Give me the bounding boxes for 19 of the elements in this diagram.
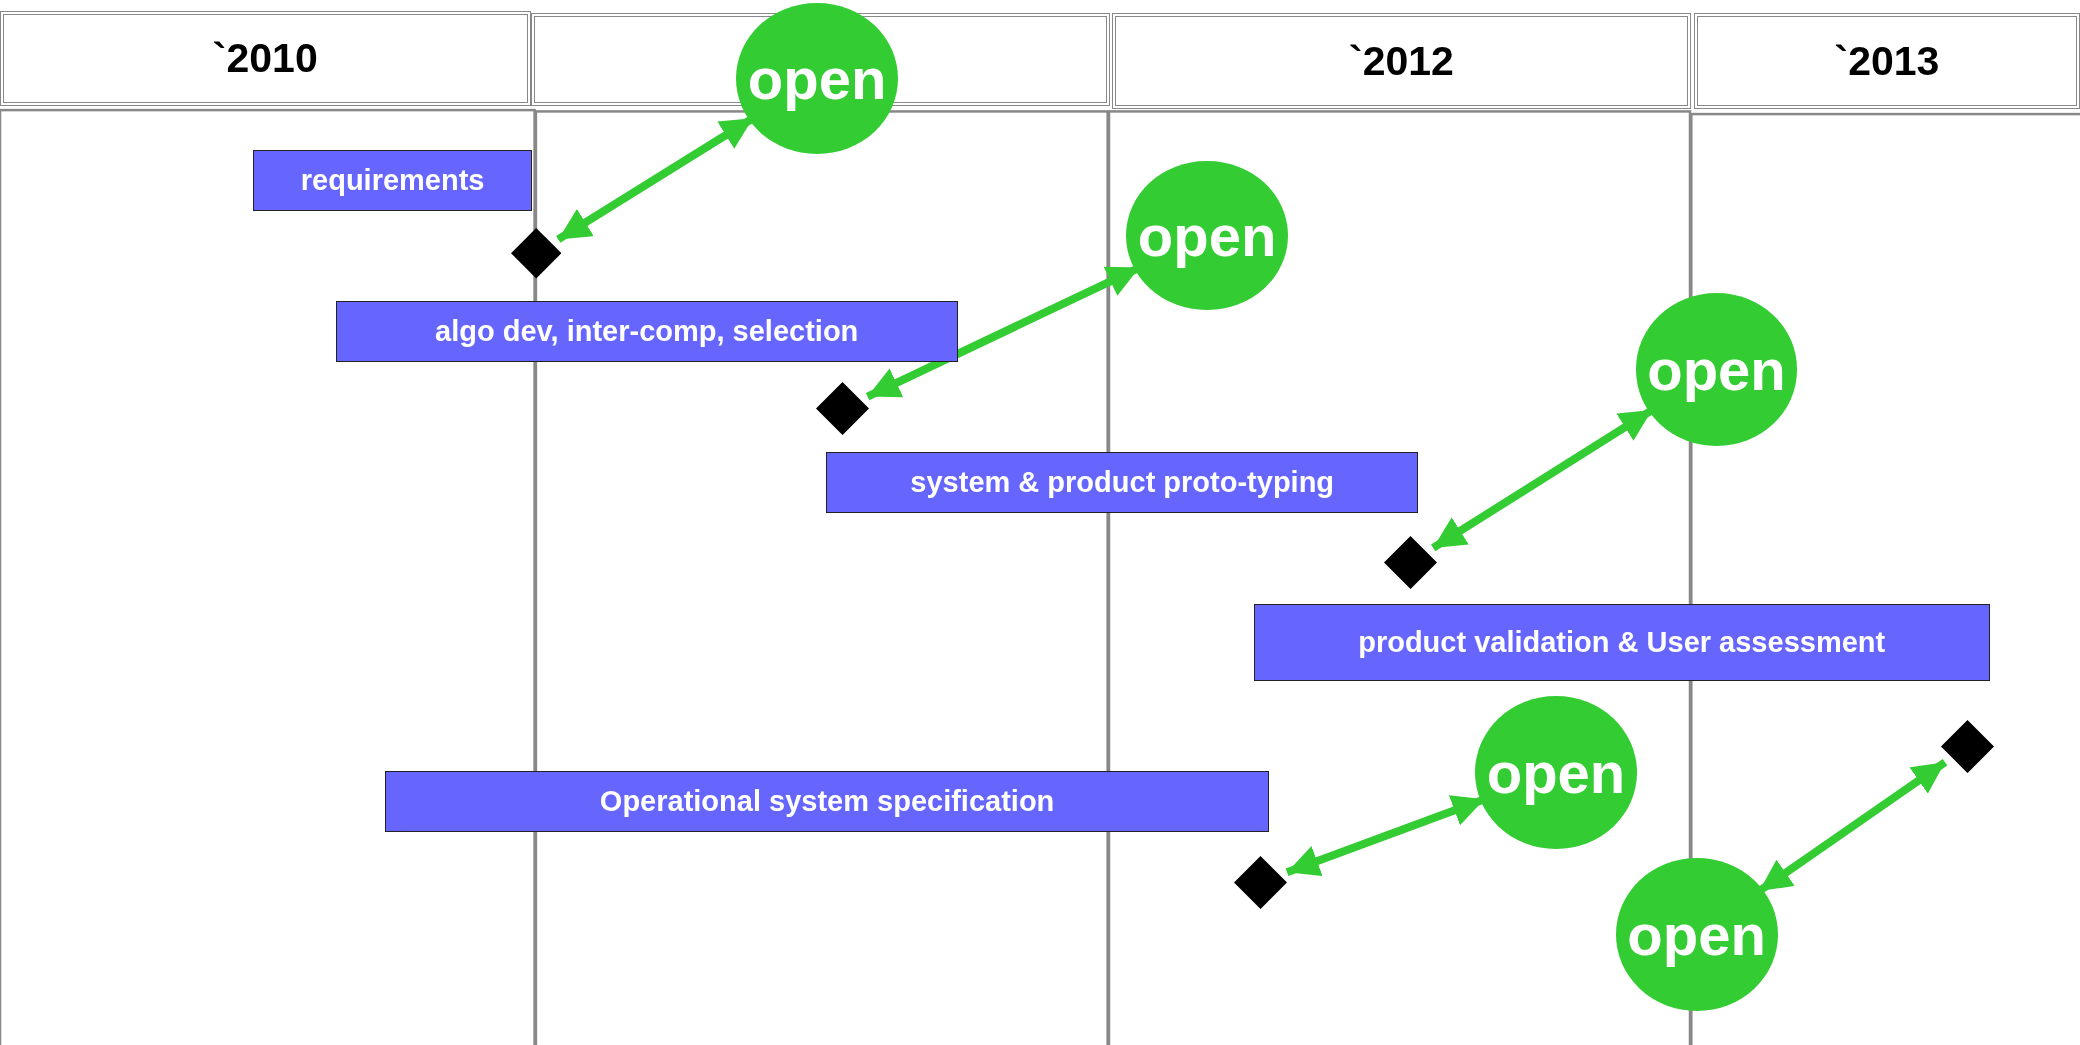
milestone-diamond bbox=[1383, 535, 1437, 589]
status-circle: open bbox=[1635, 293, 1798, 446]
year-header: `2013 bbox=[1693, 13, 2080, 109]
year-header: `2012 bbox=[1111, 13, 1692, 109]
status-circle: open bbox=[1475, 696, 1637, 849]
milestone-diamond bbox=[510, 228, 562, 279]
double-arrow bbox=[1757, 758, 1948, 895]
status-circle: open bbox=[736, 2, 899, 154]
milestone-diamond bbox=[815, 382, 869, 436]
task-bar: Operational system specification bbox=[384, 770, 1270, 832]
status-circle: open bbox=[1615, 858, 1778, 1011]
task-bar: system & product proto-typing bbox=[826, 452, 1419, 514]
milestone-diamond bbox=[1233, 855, 1287, 909]
task-bar: product validation & User assessment bbox=[1253, 603, 1990, 681]
year-header: `2010 bbox=[0, 10, 531, 107]
task-bar: requirements bbox=[253, 149, 532, 211]
milestone-diamond bbox=[1940, 720, 1994, 774]
status-circle: open bbox=[1126, 160, 1289, 311]
task-bar: algo dev, inter-comp, selection bbox=[335, 301, 958, 363]
